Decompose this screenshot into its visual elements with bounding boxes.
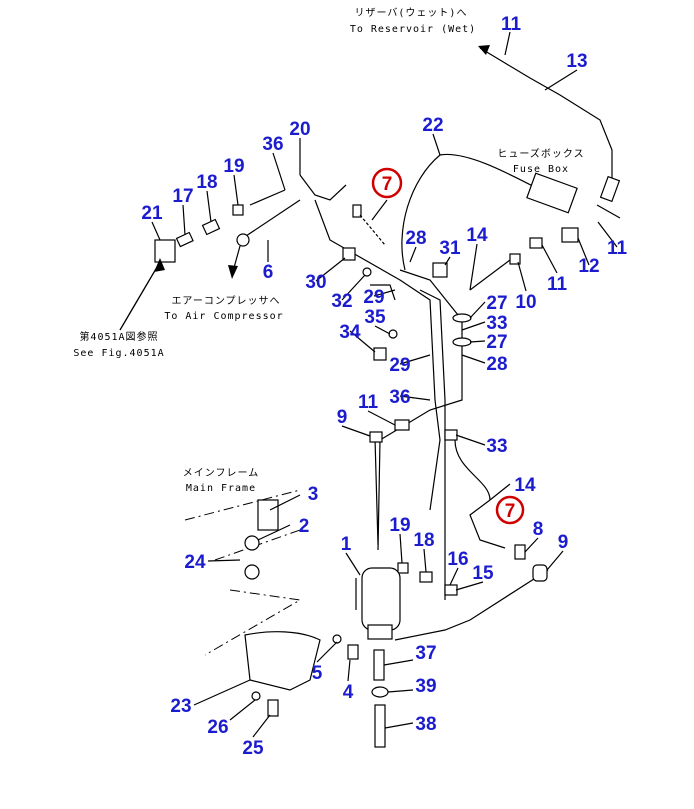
note-compressor-jp: エアーコンプレッサへ bbox=[171, 295, 280, 307]
callout: 24 bbox=[184, 552, 206, 573]
callout: 4 bbox=[343, 682, 354, 703]
callout: 28 bbox=[486, 354, 507, 375]
callout: 15 bbox=[472, 563, 494, 584]
callout: 9 bbox=[337, 407, 348, 428]
callout: 14 bbox=[514, 475, 536, 496]
callout: 1 bbox=[341, 534, 352, 555]
callout: 11 bbox=[358, 392, 379, 413]
note-mainframe-en: Main Frame bbox=[186, 483, 256, 494]
callout: 29 bbox=[389, 355, 410, 376]
callout: 8 bbox=[533, 519, 544, 540]
callout: 32 bbox=[331, 291, 352, 312]
callout: 31 bbox=[439, 238, 461, 259]
callout: 19 bbox=[223, 156, 244, 177]
callout: 16 bbox=[447, 549, 468, 570]
callouts: 11 13 22 20 36 19 18 17 21 7 28 31 14 6 … bbox=[141, 14, 627, 759]
callout: 14 bbox=[466, 225, 488, 246]
callout: 37 bbox=[415, 643, 436, 664]
callout: 18 bbox=[413, 530, 434, 551]
callout: 11 bbox=[607, 238, 628, 259]
callout: 25 bbox=[242, 738, 264, 759]
highlight-circle bbox=[371, 167, 403, 199]
callout: 29 bbox=[363, 287, 384, 308]
note-reservoir-jp: リザーバ(ウェット)へ bbox=[355, 7, 468, 19]
callout: 28 bbox=[405, 228, 426, 249]
callout: 33 bbox=[486, 313, 507, 334]
callout: 3 bbox=[308, 484, 319, 505]
note-compressor-en: To Air Compressor bbox=[164, 311, 283, 322]
callout: 26 bbox=[207, 717, 228, 738]
callout: 18 bbox=[196, 172, 217, 193]
note-fusebox-en: Fuse Box bbox=[513, 164, 569, 175]
callout: 19 bbox=[389, 515, 410, 536]
callout: 20 bbox=[289, 119, 310, 140]
callout: 9 bbox=[558, 532, 569, 553]
callout: 34 bbox=[339, 322, 361, 343]
callout: 33 bbox=[486, 436, 507, 457]
note-reservoir-en: To Reservoir (Wet) bbox=[350, 24, 476, 35]
callout-highlighted: 7 bbox=[382, 174, 393, 195]
callout: 23 bbox=[170, 696, 191, 717]
note-fusebox-jp: ヒューズボックス bbox=[497, 147, 584, 160]
leader-lines bbox=[119, 31, 618, 738]
callout: 27 bbox=[486, 293, 507, 314]
callout: 11 bbox=[547, 274, 568, 295]
callout: 5 bbox=[312, 663, 323, 684]
callout: 30 bbox=[305, 272, 326, 293]
callout: 10 bbox=[515, 292, 536, 313]
callout: 6 bbox=[263, 262, 274, 283]
callout: 35 bbox=[364, 307, 386, 328]
callout: 39 bbox=[415, 676, 436, 697]
callout: 21 bbox=[141, 203, 163, 224]
drawing-lines bbox=[119, 47, 621, 748]
callout: 2 bbox=[299, 516, 310, 537]
callout: 12 bbox=[578, 256, 599, 277]
callout: 36 bbox=[262, 134, 283, 155]
callout: 11 bbox=[501, 14, 522, 35]
callout: 17 bbox=[172, 186, 193, 207]
note-mainframe-jp: メインフレーム bbox=[183, 467, 259, 479]
note-seefig-en: See Fig.4051A bbox=[73, 348, 164, 359]
callout: 38 bbox=[415, 714, 436, 735]
note-seefig-jp: 第4051A図参照 bbox=[79, 330, 158, 343]
callout: 36 bbox=[389, 387, 410, 408]
callout-highlighted: 7 bbox=[505, 501, 516, 522]
callout: 13 bbox=[566, 51, 587, 72]
callout: 22 bbox=[422, 115, 443, 136]
callout: 27 bbox=[486, 332, 507, 353]
highlight-circle bbox=[495, 495, 525, 525]
